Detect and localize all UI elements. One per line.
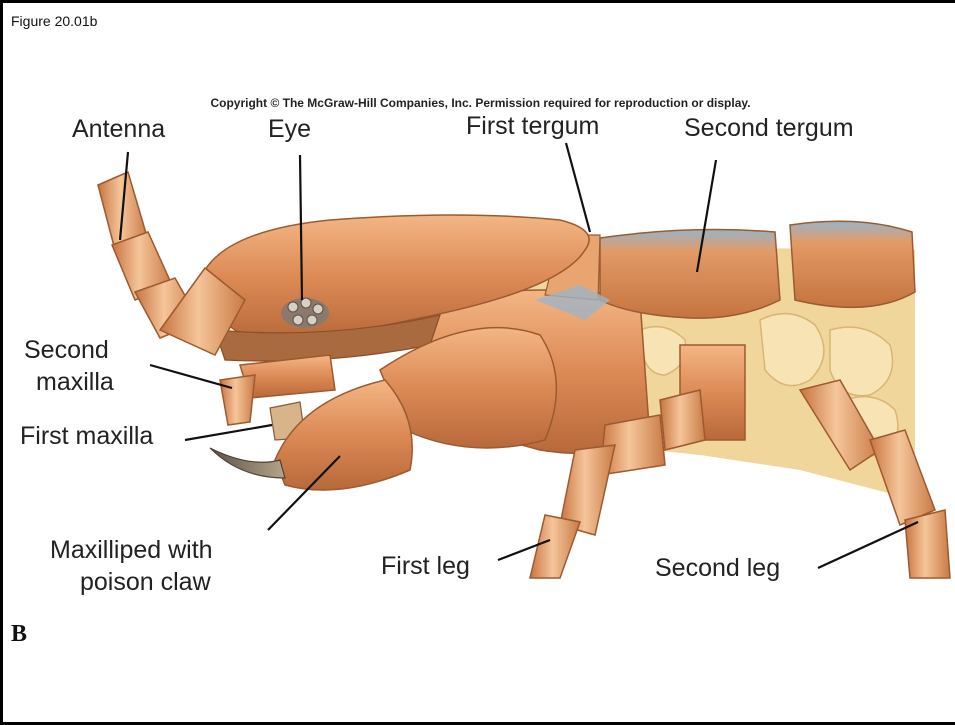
label-second-maxilla-line1: Second <box>24 336 109 364</box>
label-antenna: Antenna <box>72 115 165 143</box>
label-first-maxilla: First maxilla <box>20 422 153 450</box>
label-maxilliped-line1: Maxilliped with <box>50 536 213 564</box>
label-eye: Eye <box>268 115 311 143</box>
label-second-maxilla-line2: maxilla <box>36 368 114 396</box>
label-second-tergum: Second tergum <box>684 114 854 142</box>
tergite-plates <box>535 221 915 320</box>
label-second-leg: Second leg <box>655 554 780 582</box>
eye-ocelli <box>281 298 329 328</box>
label-first-leg: First leg <box>381 552 470 580</box>
label-first-tergum: First tergum <box>466 112 599 140</box>
label-maxilliped-line2: poison claw <box>80 568 212 596</box>
